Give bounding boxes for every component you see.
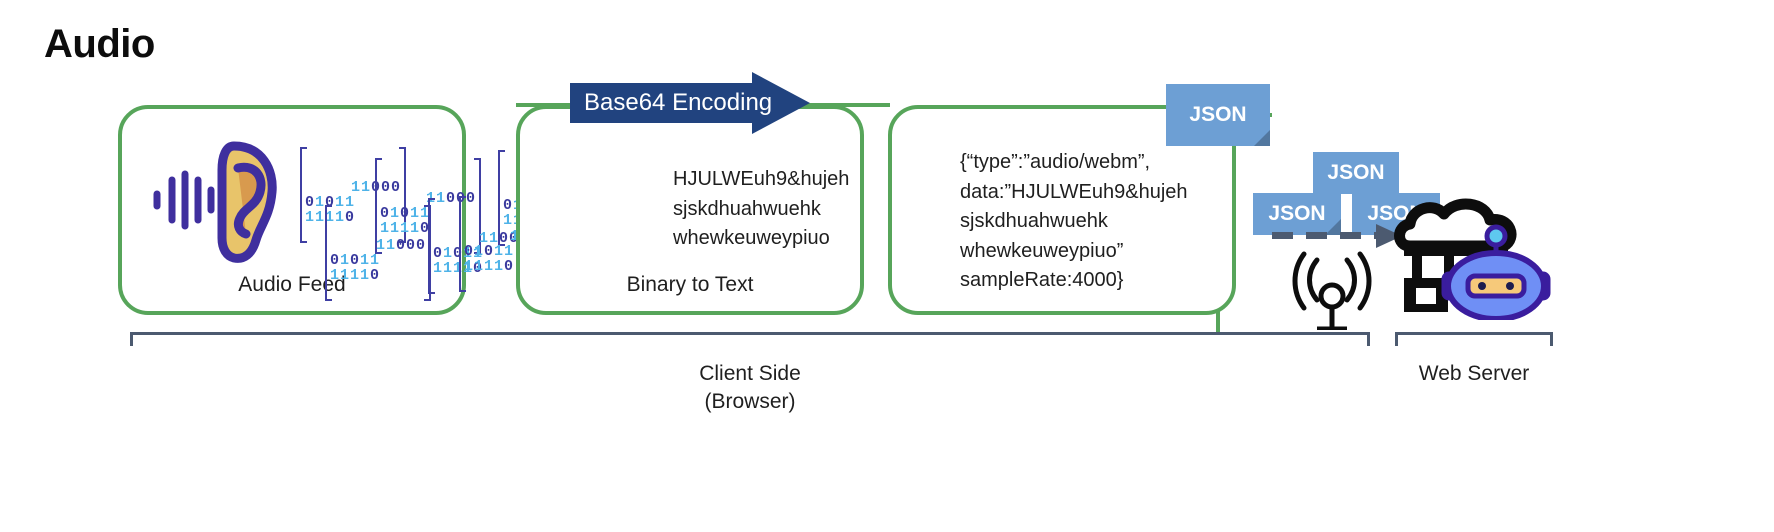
arrow-body <box>570 83 752 123</box>
page-fold-icon <box>1254 130 1270 146</box>
base64-encoded-text: HJULWEuh9&hujeh sjskdhuahwuehk whewkeuwe… <box>673 168 850 250</box>
page-fold-icon <box>1325 219 1341 235</box>
page-title: Audio <box>44 22 155 66</box>
arrow-head-icon <box>752 72 810 134</box>
stage-binary-to-text: Binary to Text <box>516 105 864 315</box>
bracket-web-server <box>1395 332 1553 346</box>
base64-encoding-arrow: Base64 Encoding <box>570 72 810 134</box>
json-tag-label: JSON <box>1327 161 1385 184</box>
connector-arrow-to-box3 <box>806 103 890 107</box>
json-tag-upper: JSON <box>1313 152 1399 194</box>
json-payload-text: {“type”:”audio/webm”, data:”HJULWEuh9&hu… <box>960 151 1188 292</box>
transmission-dashed-line <box>1272 232 1376 239</box>
json-tag-label: JSON <box>1189 103 1247 126</box>
ear-icon <box>152 130 282 270</box>
stage-audio-feed: Audio Feed <box>118 105 466 315</box>
json-tag-main: JSON <box>1166 84 1270 146</box>
footer-label-web-server: Web Server <box>1418 362 1530 385</box>
json-tag-label: JSON <box>1268 202 1326 225</box>
stage-label-binary-to-text: Binary to Text <box>626 273 754 296</box>
bracket-client-side <box>130 332 1370 346</box>
stage-label-audio-feed: Audio Feed <box>238 273 346 296</box>
json-tag-left: JSON <box>1253 193 1341 235</box>
footer-label-client-side: Client Side (Browser) <box>699 362 801 414</box>
wifi-antenna-icon <box>1291 250 1373 332</box>
web-server-robot-icon <box>1390 190 1570 322</box>
arrow-label: Base64 Encoding <box>584 89 773 116</box>
